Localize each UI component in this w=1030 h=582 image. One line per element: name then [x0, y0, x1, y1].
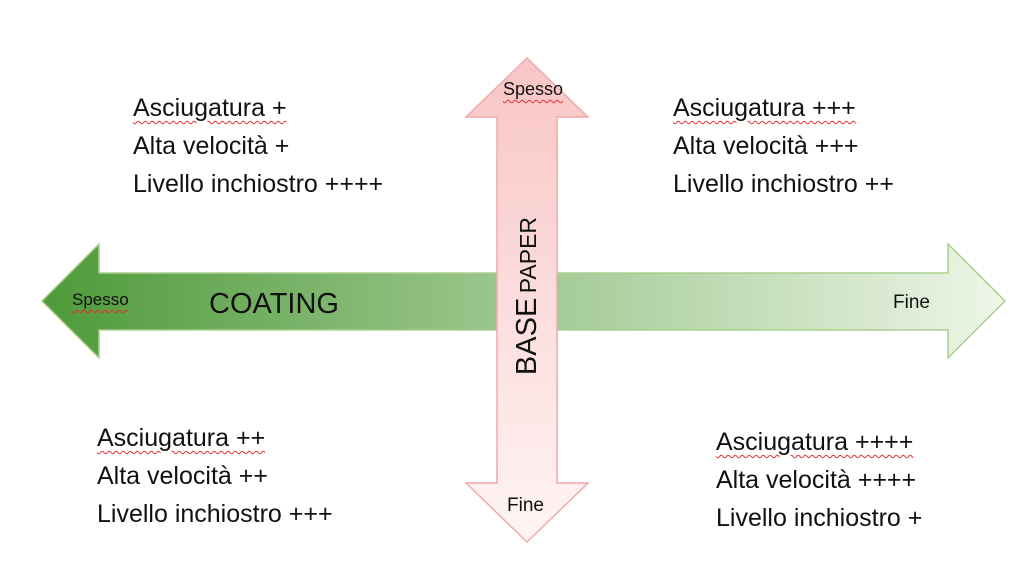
base-label: BASE	[511, 297, 543, 376]
quadrant-top-right: Asciugatura +++ Alta velocità +++ Livell…	[673, 89, 894, 203]
base-paper-top-end-label: Spesso	[503, 79, 564, 99]
ink-level-line: Livello inchiostro +++	[97, 500, 333, 528]
speed-line: Alta velocità ++	[97, 462, 268, 490]
ink-level-line: Livello inchiostro ++	[673, 170, 894, 198]
coating-right-end-label: Fine	[893, 292, 930, 313]
drying-line: Asciugatura ++	[97, 424, 266, 452]
drying-line: Asciugatura +	[133, 94, 287, 122]
drying-line: Asciugatura +++	[673, 94, 856, 122]
quadrant-bottom-left: Asciugatura ++ Alta velocità ++ Livello …	[97, 419, 333, 533]
speed-line: Alta velocità +++	[673, 132, 859, 160]
base-paper-axis-label: BASE PAPER	[511, 196, 543, 396]
ink-level-line: Livello inchiostro ++++	[133, 170, 384, 198]
paper-label: PAPER	[515, 216, 541, 294]
speed-line: Alta velocità +	[133, 132, 290, 160]
coating-axis-label: COATING	[209, 288, 339, 320]
speed-line: Alta velocità ++++	[716, 466, 917, 494]
drying-line: Asciugatura ++++	[716, 428, 914, 456]
base-paper-bottom-end-label: Fine	[507, 495, 544, 516]
coating-left-end-label: Spesso	[72, 290, 129, 309]
base-paper-arrow	[464, 56, 590, 544]
ink-level-line: Livello inchiostro +	[716, 504, 923, 532]
quadrant-top-left: Asciugatura + Alta velocità + Livello in…	[133, 89, 383, 203]
quadrant-bottom-right: Asciugatura ++++ Alta velocità ++++ Live…	[716, 423, 922, 537]
